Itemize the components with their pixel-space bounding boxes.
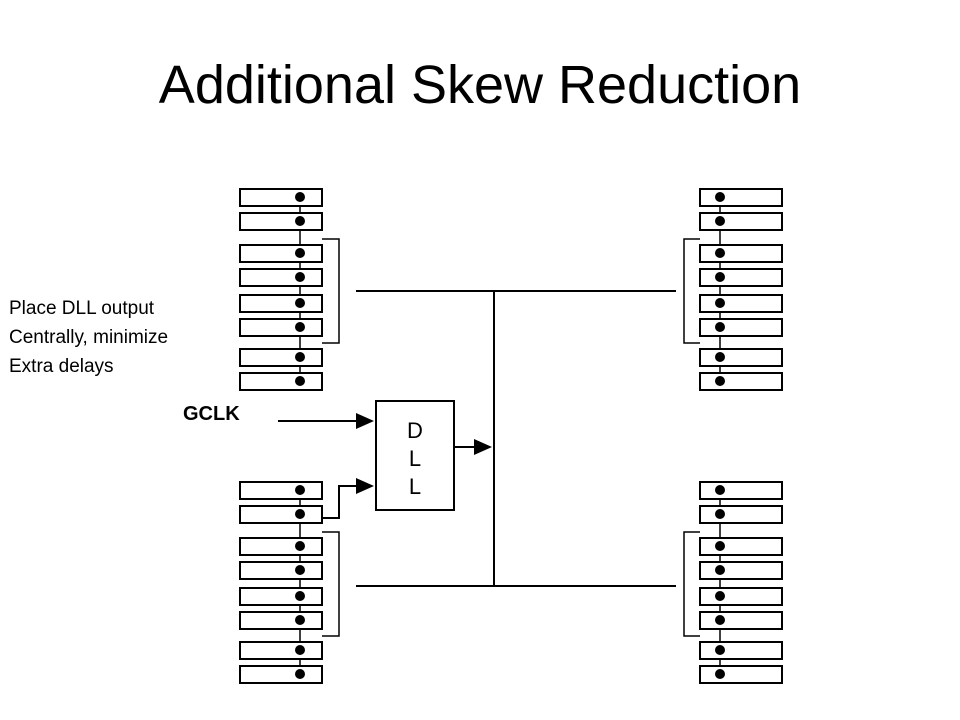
note-line-2: Centrally, minimize — [9, 327, 169, 348]
feedback-arrowhead — [356, 478, 374, 494]
clock-node-dot — [295, 272, 305, 282]
design-note: Place DLL output Centrally, minimize Ext… — [9, 294, 168, 381]
clock-node-dot — [715, 669, 725, 679]
clock-node-dot — [295, 645, 305, 655]
flip-flop — [239, 372, 323, 391]
clock-node-dot — [295, 376, 305, 386]
dll-letter-l2: L — [408, 474, 422, 499]
flip-flop — [699, 348, 783, 367]
flip-flop — [699, 244, 783, 263]
clock-node-dot — [295, 541, 305, 551]
clock-node-dot — [715, 248, 725, 258]
flip-flop — [699, 505, 783, 524]
clock-node-dot — [295, 615, 305, 625]
gclk-label: GCLK — [183, 403, 240, 425]
flip-flop — [239, 268, 323, 287]
flip-flop — [699, 561, 783, 580]
flip-flop — [699, 611, 783, 630]
clock-node-dot — [715, 615, 725, 625]
note-line-3: Extra delays — [9, 356, 114, 377]
clock-node-dot — [715, 322, 725, 332]
note-line-1: Place DLL output — [9, 298, 155, 319]
register-group-top-left — [239, 188, 340, 391]
slide-title: Additional Skew Reduction — [158, 55, 802, 115]
group-bracket — [322, 531, 340, 637]
clock-node-dot — [295, 322, 305, 332]
clock-node-dot — [295, 565, 305, 575]
flip-flop — [239, 348, 323, 367]
flip-flop — [699, 294, 783, 313]
clock-node-dot — [715, 192, 725, 202]
clock-node-dot — [715, 645, 725, 655]
clock-node-dot — [295, 485, 305, 495]
clock-node-dot — [295, 352, 305, 362]
flip-flop — [239, 481, 323, 500]
clock-node-dot — [715, 541, 725, 551]
flip-flop — [699, 318, 783, 337]
clock-node-dot — [715, 565, 725, 575]
clock-node-dot — [295, 509, 305, 519]
register-group-bottom-right — [683, 481, 783, 684]
flip-flop — [699, 481, 783, 500]
flip-flop — [699, 537, 783, 556]
flip-flop — [699, 641, 783, 660]
flip-flop — [239, 561, 323, 580]
gclk-arrowhead — [356, 413, 374, 429]
group-bracket — [683, 238, 700, 344]
dll-output-arrowhead — [474, 439, 492, 455]
clock-node-dot — [295, 669, 305, 679]
flip-flop — [239, 641, 323, 660]
clock-node-dot — [295, 591, 305, 601]
flip-flop — [699, 665, 783, 684]
flip-flop — [239, 537, 323, 556]
dll-letter-l1: L — [408, 446, 422, 471]
flip-flop — [239, 665, 323, 684]
flip-flop — [239, 505, 323, 524]
clock-node-dot — [715, 272, 725, 282]
flip-flop — [699, 587, 783, 606]
clock-node-dot — [715, 485, 725, 495]
clock-node-dot — [295, 248, 305, 258]
feedback-wire — [322, 485, 362, 519]
flip-flop — [239, 587, 323, 606]
flip-flop — [239, 212, 323, 231]
clock-node-dot — [295, 298, 305, 308]
flip-flop — [699, 268, 783, 287]
flip-flop — [239, 188, 323, 207]
flip-flop — [239, 318, 323, 337]
dll-letter-d: D — [407, 418, 423, 443]
clock-node-dot — [715, 591, 725, 601]
flip-flop — [699, 188, 783, 207]
clock-node-dot — [295, 216, 305, 226]
dll-block: D L L — [375, 400, 455, 511]
clock-node-dot — [715, 298, 725, 308]
clock-node-dot — [715, 509, 725, 519]
flip-flop — [239, 294, 323, 313]
clock-node-dot — [715, 352, 725, 362]
flip-flop — [699, 212, 783, 231]
register-group-top-right — [683, 188, 783, 391]
group-bracket — [322, 238, 340, 344]
flip-flop — [239, 611, 323, 630]
clock-node-dot — [715, 216, 725, 226]
register-group-bottom-left — [239, 481, 340, 684]
clock-node-dot — [715, 376, 725, 386]
clock-node-dot — [295, 192, 305, 202]
group-bracket — [683, 531, 700, 637]
flip-flop — [239, 244, 323, 263]
flip-flop — [699, 372, 783, 391]
